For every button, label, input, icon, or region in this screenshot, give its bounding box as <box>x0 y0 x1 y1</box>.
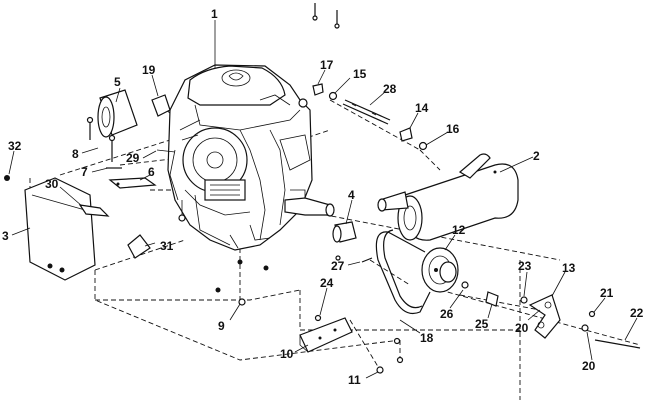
callout-30: 30 <box>45 177 59 191</box>
engine-assembly <box>167 64 335 251</box>
fittings <box>78 83 428 263</box>
rod <box>342 99 391 125</box>
callout-22: 22 <box>630 306 644 320</box>
callout-18: 18 <box>420 331 434 345</box>
drive-belt <box>375 229 431 315</box>
idler-bracket <box>528 294 561 339</box>
callout-20-upper: 20 <box>515 321 529 335</box>
muffler <box>377 153 519 241</box>
callout-10: 10 <box>280 347 294 361</box>
callout-29: 29 <box>126 151 140 165</box>
callout-13: 13 <box>562 261 576 275</box>
leader-lines <box>8 20 638 379</box>
callout-labels: 1 2 3 4 5 6 7 8 9 10 11 12 13 14 15 16 1… <box>2 7 644 387</box>
callout-21: 21 <box>600 286 614 300</box>
heat-shield <box>24 177 96 281</box>
callout-9: 9 <box>218 319 225 333</box>
callout-7: 7 <box>81 165 88 179</box>
callout-26: 26 <box>440 307 454 321</box>
air-filter <box>97 89 138 138</box>
callout-2: 2 <box>533 149 540 163</box>
callout-25: 25 <box>475 317 489 331</box>
callout-17: 17 <box>320 58 334 72</box>
pulley <box>421 247 459 293</box>
hardware <box>4 175 641 374</box>
callout-15: 15 <box>353 67 367 81</box>
callout-3: 3 <box>2 229 9 243</box>
callout-27: 27 <box>331 259 345 273</box>
small-bracket <box>108 177 157 189</box>
callout-12: 12 <box>452 223 466 237</box>
spacer <box>332 221 357 243</box>
callout-28: 28 <box>383 82 397 96</box>
callout-31: 31 <box>160 239 174 253</box>
callout-5: 5 <box>114 75 121 89</box>
callout-1: 1 <box>211 7 218 21</box>
callout-16: 16 <box>446 122 460 136</box>
callout-6: 6 <box>148 165 155 179</box>
callout-19: 19 <box>142 63 156 77</box>
callout-11: 11 <box>348 373 361 387</box>
callout-23: 23 <box>518 259 532 273</box>
callout-8: 8 <box>72 147 79 161</box>
bolts <box>86 3 340 169</box>
callout-14: 14 <box>415 101 429 115</box>
assembly-guide-lines <box>29 99 641 400</box>
callout-24: 24 <box>320 276 334 290</box>
callout-4: 4 <box>348 188 355 202</box>
callout-20-lower: 20 <box>582 359 596 373</box>
callout-32: 32 <box>8 139 22 153</box>
